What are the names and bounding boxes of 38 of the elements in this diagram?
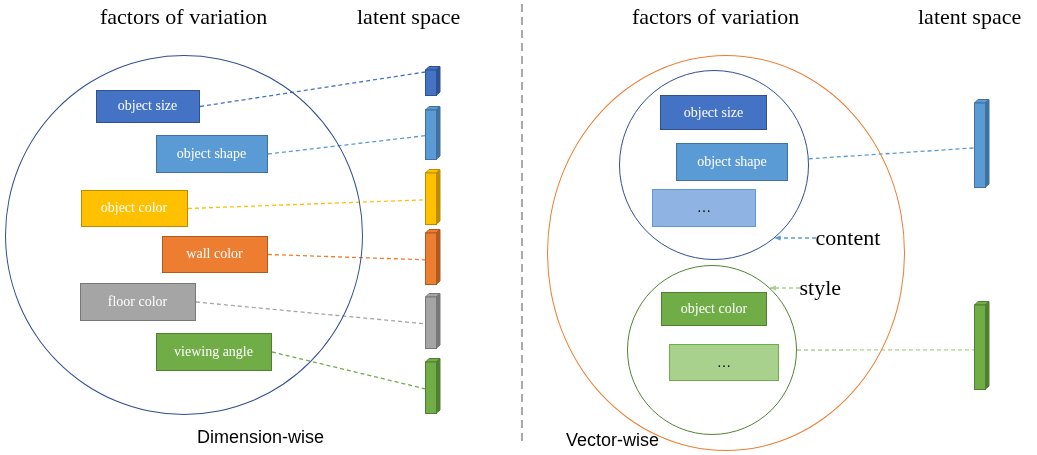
factor-box: …: [652, 189, 756, 227]
latent-bar: [425, 169, 441, 225]
column-heading: factors of variation: [100, 4, 268, 30]
annotation-text: content: [815, 223, 894, 252]
group-circle: [547, 55, 905, 451]
factor-box: object color: [80, 189, 188, 227]
column-heading: latent space: [918, 4, 1022, 30]
arrow: [769, 285, 801, 291]
latent-bar: [425, 66, 441, 96]
connector-line: [796, 349, 975, 351]
panel-caption: Vector-wise: [566, 430, 660, 451]
column-heading: latent space: [357, 4, 461, 30]
latent-bar: [425, 358, 441, 414]
factor-box: object shape: [676, 143, 788, 181]
factor-box: object size: [660, 95, 767, 130]
latent-bar: [425, 106, 441, 160]
connector-line: [808, 147, 975, 160]
factor-box: …: [669, 344, 779, 381]
connector-line: [195, 301, 426, 325]
column-heading: factors of variation: [632, 4, 800, 30]
latent-bar: [425, 229, 441, 285]
connector-line: [271, 351, 426, 390]
factor-box: object color: [661, 292, 767, 326]
connector-line: [187, 199, 426, 210]
latent-bar: [974, 301, 990, 390]
connector-line: [199, 71, 426, 108]
latent-bar: [425, 293, 441, 349]
factor-box: wall color: [161, 235, 268, 273]
connector-line: [267, 135, 426, 155]
annotation-text: style: [799, 273, 860, 302]
factor-box: object size: [95, 89, 200, 123]
panel-caption: Dimension-wise: [197, 427, 325, 448]
factor-box: viewing angle: [155, 332, 272, 371]
arrow: [774, 235, 817, 241]
connector-line: [267, 253, 426, 261]
factor-box: object shape: [155, 134, 268, 173]
factor-box: floor color: [79, 282, 196, 321]
latent-bar: [974, 99, 990, 188]
